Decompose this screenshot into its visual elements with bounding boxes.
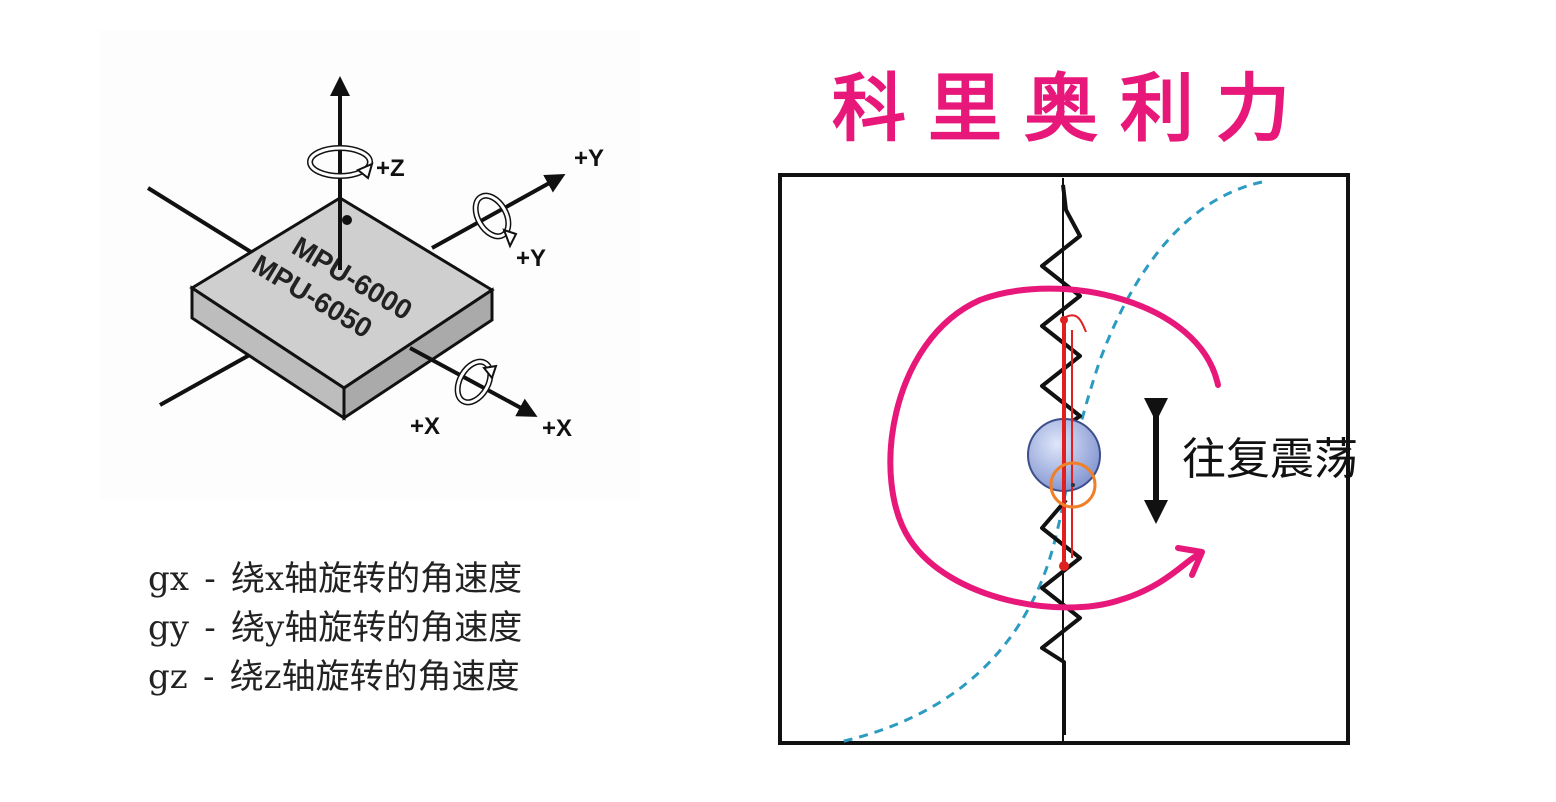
y-axis-label: +Y — [574, 145, 604, 172]
spring-top — [1040, 184, 1082, 432]
x-axis-label: +X — [542, 415, 572, 442]
highlight-center-dot — [1071, 483, 1075, 487]
legend-var: gz — [148, 657, 188, 697]
rotation-arrow-head — [1175, 545, 1205, 578]
x-axis-arrow — [409, 346, 538, 417]
z-rotation-icon — [307, 145, 374, 180]
y-axis-arrow — [431, 174, 566, 250]
legend-desc: 绕z轴旋转的角速度 — [229, 657, 520, 697]
legend-sep: - — [204, 608, 216, 648]
z-axis-label: +Z — [376, 155, 405, 182]
oscillation-top-dot — [1060, 316, 1068, 324]
legend-sep: - — [202, 657, 215, 697]
legend-desc: 绕x轴旋转的角速度 — [230, 559, 523, 599]
highlight-circle — [1049, 461, 1097, 509]
legend-sep: - — [204, 559, 216, 599]
mpu-chip: MPU-6000 MPU-6050 — [189, 196, 495, 421]
legend-var: gx — [148, 559, 189, 599]
y-rotation-icon — [472, 192, 518, 249]
oscillation-path-hook — [1063, 314, 1087, 333]
y-axis-back-line — [159, 346, 263, 407]
rotation-arrow-path — [887, 285, 1221, 611]
legend-var: gy — [148, 608, 189, 648]
oscillation-label: 往复震荡 — [1182, 434, 1358, 485]
x-rotation-icon — [454, 358, 498, 406]
spring-bottom — [1040, 498, 1082, 735]
coriolis-diagram: 科里奥利力 往复震荡 — [778, 66, 1358, 745]
oscillation-bottom-dot — [1059, 561, 1069, 571]
gyro-legend: gx - 绕x轴旋转的角速度 gy - 绕y轴旋转的角速度 gz - 绕z轴旋转… — [148, 555, 668, 702]
legend-desc: 绕y轴旋转的角速度 — [231, 608, 523, 648]
legend-line-gx: gx - 绕x轴旋转的角速度 — [148, 555, 668, 604]
y-rotation-label: +Y — [516, 245, 546, 272]
legend-line-gy: gy - 绕y轴旋转的角速度 — [148, 604, 668, 653]
x-rotation-label: +X — [410, 413, 440, 440]
pin1-dot — [342, 215, 352, 225]
deflection-path — [839, 180, 1263, 744]
coriolis-title: 科里奥利力 — [832, 66, 1312, 152]
mpu-axis-diagram: MPU-6000 MPU-6050 +Z +Y +Y +X +X — [100, 30, 640, 500]
legend-line-gz: gz - 绕z轴旋转的角速度 — [148, 653, 668, 702]
